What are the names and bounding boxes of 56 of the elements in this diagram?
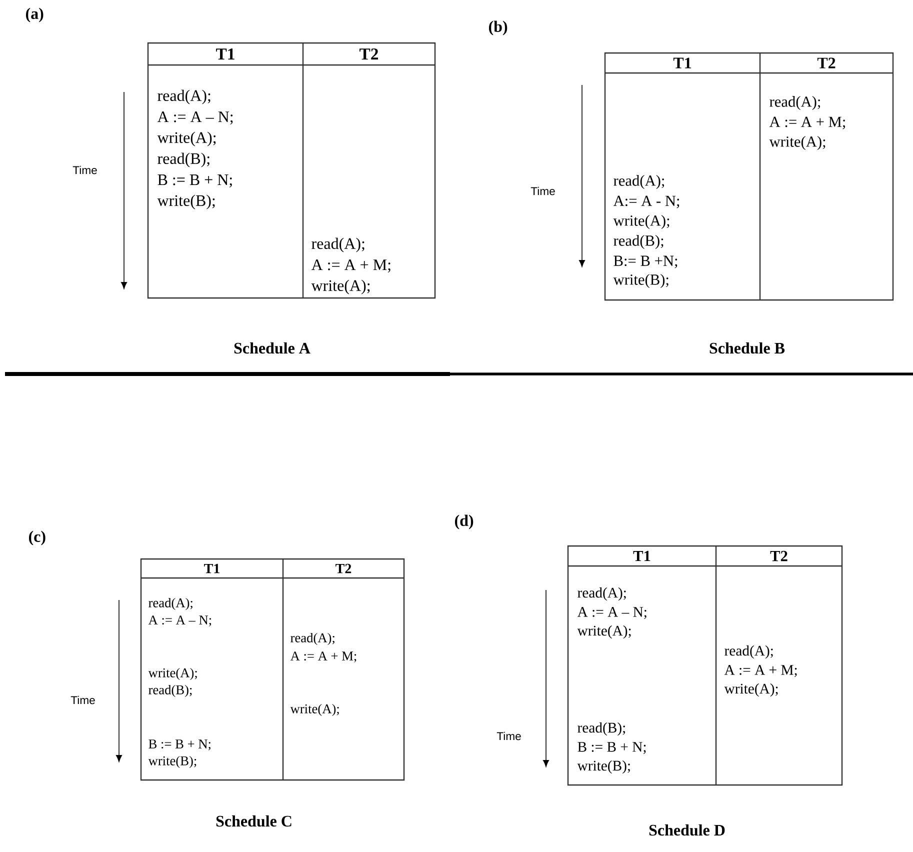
statement-text: read(A);: [290, 632, 334, 646]
axis-label: Time: [496, 732, 521, 740]
statement-text: A := A – N;: [577, 607, 646, 619]
column-header: T2: [817, 58, 836, 68]
statement-text: A := A + M;: [311, 259, 390, 273]
schedule-caption: Schedule D: [649, 824, 725, 836]
statement-text: write(A);: [613, 215, 670, 229]
column-header: T2: [770, 550, 788, 562]
schedule-caption: Schedule B: [710, 342, 785, 354]
column-header: T1: [216, 48, 234, 60]
statement-text: read(A);: [148, 598, 192, 610]
statement-text: A := A + M;: [769, 116, 845, 130]
statement-text: A:= A - N;: [613, 196, 680, 208]
statement-text: read(A);: [614, 175, 664, 189]
statement-text: write(A);: [769, 136, 826, 150]
statement-text: read(B);: [158, 152, 210, 168]
statement-text: read(A);: [312, 238, 364, 252]
statement-text: read(B);: [614, 235, 664, 249]
statement-text: read(A);: [158, 90, 210, 104]
statement-text: read(B);: [148, 684, 192, 698]
panel-label: (c): [28, 530, 46, 546]
statement-text: B:= B +N;: [614, 256, 678, 268]
statement-text: write(A);: [724, 683, 778, 697]
statement-text: write(B);: [577, 760, 630, 774]
schedule-caption: Schedule C: [216, 815, 292, 827]
panel-label: (b): [488, 20, 508, 36]
statement-text: write(A);: [311, 280, 370, 294]
statement-text: write(B);: [613, 274, 668, 288]
column-header: T2: [360, 48, 378, 60]
statement-text: A := A – N;: [157, 111, 233, 125]
statement-text: write(B);: [157, 194, 215, 210]
column-header: T1: [633, 550, 650, 562]
column-header: T1: [673, 58, 692, 68]
statement-text: A := A + M;: [724, 665, 797, 677]
statement-text: write(A);: [157, 132, 216, 146]
column-header: T1: [204, 564, 220, 574]
statement-text: A := A + M;: [290, 652, 356, 662]
statement-text: A := A – N;: [148, 616, 212, 626]
statement-text: B := B + N;: [158, 174, 232, 188]
axis-label: Time: [72, 166, 97, 174]
statement-text: read(A);: [770, 96, 820, 110]
column-header: T2: [336, 564, 352, 574]
statement-text: write(A);: [148, 668, 197, 680]
schedule-caption: Schedule A: [234, 342, 310, 354]
axis-label: Time: [70, 696, 95, 704]
panel-label: (d): [454, 514, 474, 530]
statement-text: read(B);: [578, 722, 626, 736]
statement-text: write(B);: [148, 756, 196, 768]
statement-text: read(A);: [724, 645, 773, 659]
statement-text: read(A);: [578, 587, 626, 601]
axis-label: Time: [530, 186, 555, 196]
panel-label: (a): [26, 8, 44, 22]
statement-text: B := B + N;: [148, 740, 210, 750]
statement-text: B := B + N;: [578, 742, 646, 754]
statement-text: write(A);: [290, 704, 339, 716]
statement-text: write(A);: [577, 625, 631, 639]
